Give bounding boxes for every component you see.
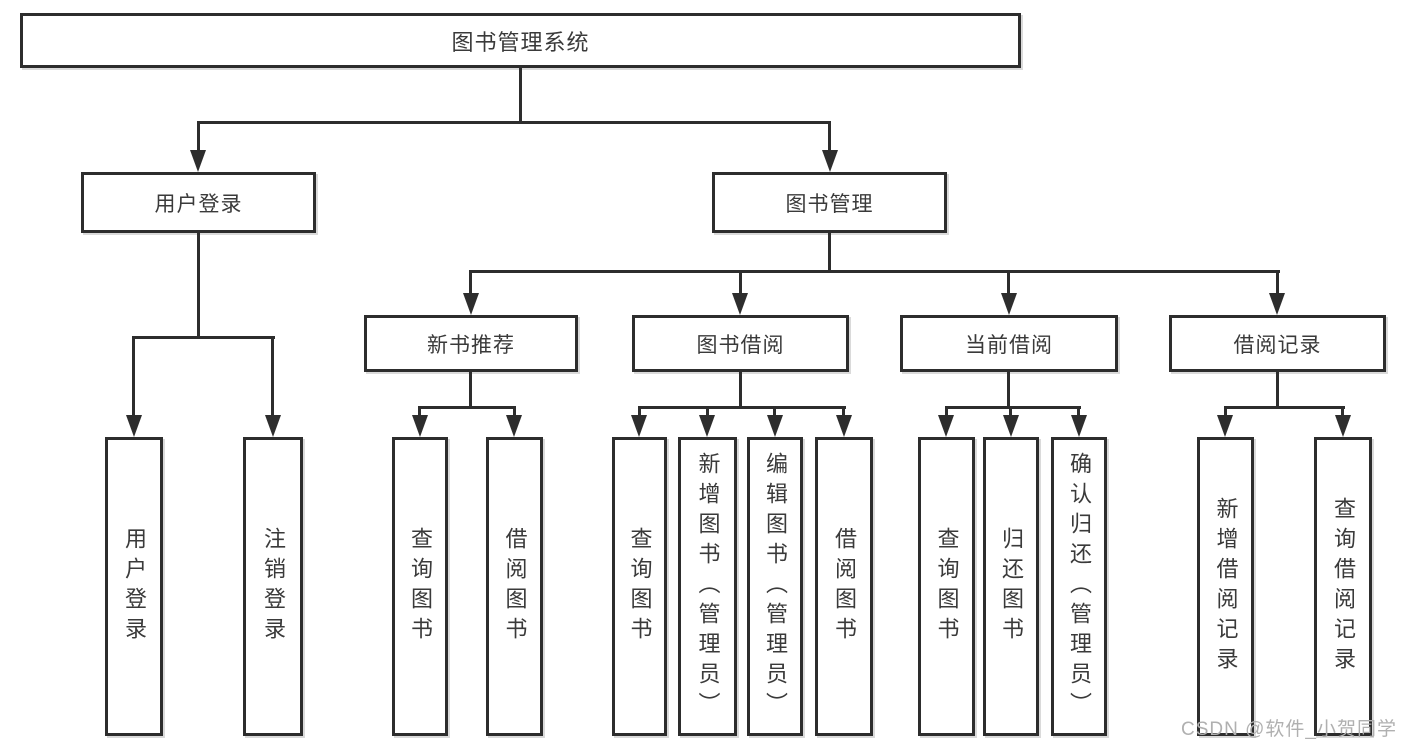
arrowhead-c4-icon (836, 415, 852, 437)
connector-drop-c2 (706, 406, 709, 418)
arrowhead-e2-icon (1335, 415, 1351, 437)
connector-drop-leaf-user-login (132, 336, 135, 417)
connector-user-login-stem (197, 233, 200, 339)
node-new-book-recommendation: 新书推荐 (364, 315, 578, 372)
node-borrowing-records: 借阅记录 (1169, 315, 1386, 372)
connector-current-borrowing-rail (945, 406, 1081, 409)
node-book-borrowing: 图书借阅 (632, 315, 849, 372)
connector-drop-d3 (1077, 406, 1080, 418)
node-book-management: 图书管理 (712, 172, 947, 233)
arrowhead-c2-icon (699, 415, 715, 437)
leaf-edit-books-admin: 编辑图书（管理员） (747, 437, 803, 736)
arrowhead-c3-icon (767, 415, 783, 437)
connector-drop-user-login (197, 121, 200, 152)
connector-borrow-records-stem (1276, 372, 1279, 408)
arrowhead-b1-icon (412, 415, 428, 437)
node-current-borrowing: 当前借阅 (900, 315, 1118, 372)
connector-borrow-records-rail (1224, 406, 1345, 409)
csdn-watermark: CSDN @软件_小贺同学 (1181, 719, 1397, 740)
leaf-query-books-recommend: 查询图书 (392, 437, 448, 736)
connector-drop-e2 (1341, 406, 1344, 418)
arrowhead-leaf-logout-icon (265, 415, 281, 437)
leaf-user-login: 用户登录 (105, 437, 163, 736)
arrowhead-borrow-records-icon (1269, 293, 1285, 315)
leaf-return-books: 归还图书 (983, 437, 1039, 736)
arrowhead-d1-icon (938, 415, 954, 437)
connector-drop-c1 (638, 406, 641, 418)
connector-current-borrowing-stem (1007, 372, 1010, 408)
arrowhead-d2-icon (1003, 415, 1019, 437)
connector-book-borrowing-stem (739, 372, 742, 408)
arrowhead-book-borrowing-icon (732, 293, 748, 315)
leaf-borrow-books: 借阅图书 (815, 437, 873, 736)
connector-book-management-stem (828, 233, 831, 273)
arrowhead-book-management-icon (822, 150, 838, 172)
arrowhead-e1-icon (1217, 415, 1233, 437)
connector-drop-b1 (418, 406, 421, 418)
connector-drop-new-book (469, 270, 472, 295)
leaf-query-borrow-record: 查询借阅记录 (1314, 437, 1372, 736)
arrowhead-user-login-icon (190, 150, 206, 172)
leaf-query-books-borrowing: 查询图书 (612, 437, 667, 736)
connector-root-rail (197, 121, 831, 124)
connector-drop-current-borrowing (1007, 270, 1010, 295)
connector-user-login-rail (132, 336, 275, 339)
arrowhead-leaf-user-login-icon (126, 415, 142, 437)
arrowhead-new-book-icon (463, 293, 479, 315)
leaf-add-books-admin: 新增图书（管理员） (678, 437, 737, 736)
connector-drop-leaf-logout (271, 336, 274, 417)
arrowhead-c1-icon (631, 415, 647, 437)
leaf-borrow-books-recommend: 借阅图书 (486, 437, 543, 736)
connector-new-book-stem (469, 372, 472, 408)
connector-drop-c4 (842, 406, 845, 418)
connector-drop-d1 (945, 406, 948, 418)
connector-drop-c3 (773, 406, 776, 418)
connector-drop-book-borrowing (739, 270, 742, 295)
leaf-logout: 注销登录 (243, 437, 303, 736)
node-library-management-system: 图书管理系统 (20, 13, 1021, 68)
connector-drop-e1 (1224, 406, 1227, 418)
arrowhead-b2-icon (506, 415, 522, 437)
leaf-confirm-return-admin: 确认归还（管理员） (1051, 437, 1107, 736)
connector-drop-book-management (828, 121, 831, 152)
arrowhead-current-borrowing-icon (1001, 293, 1017, 315)
connector-root-stem (519, 68, 522, 124)
connector-drop-b2 (513, 406, 516, 418)
connector-drop-borrow-records (1276, 270, 1279, 295)
connector-level3-rail (469, 270, 1280, 273)
leaf-query-books-current: 查询图书 (918, 437, 975, 736)
node-user-login: 用户登录 (81, 172, 316, 233)
connector-new-book-rail (418, 406, 516, 409)
leaf-add-borrow-record: 新增借阅记录 (1197, 437, 1254, 736)
connector-drop-d2 (1009, 406, 1012, 418)
arrowhead-d3-icon (1071, 415, 1087, 437)
connector-book-borrowing-rail (638, 406, 846, 409)
